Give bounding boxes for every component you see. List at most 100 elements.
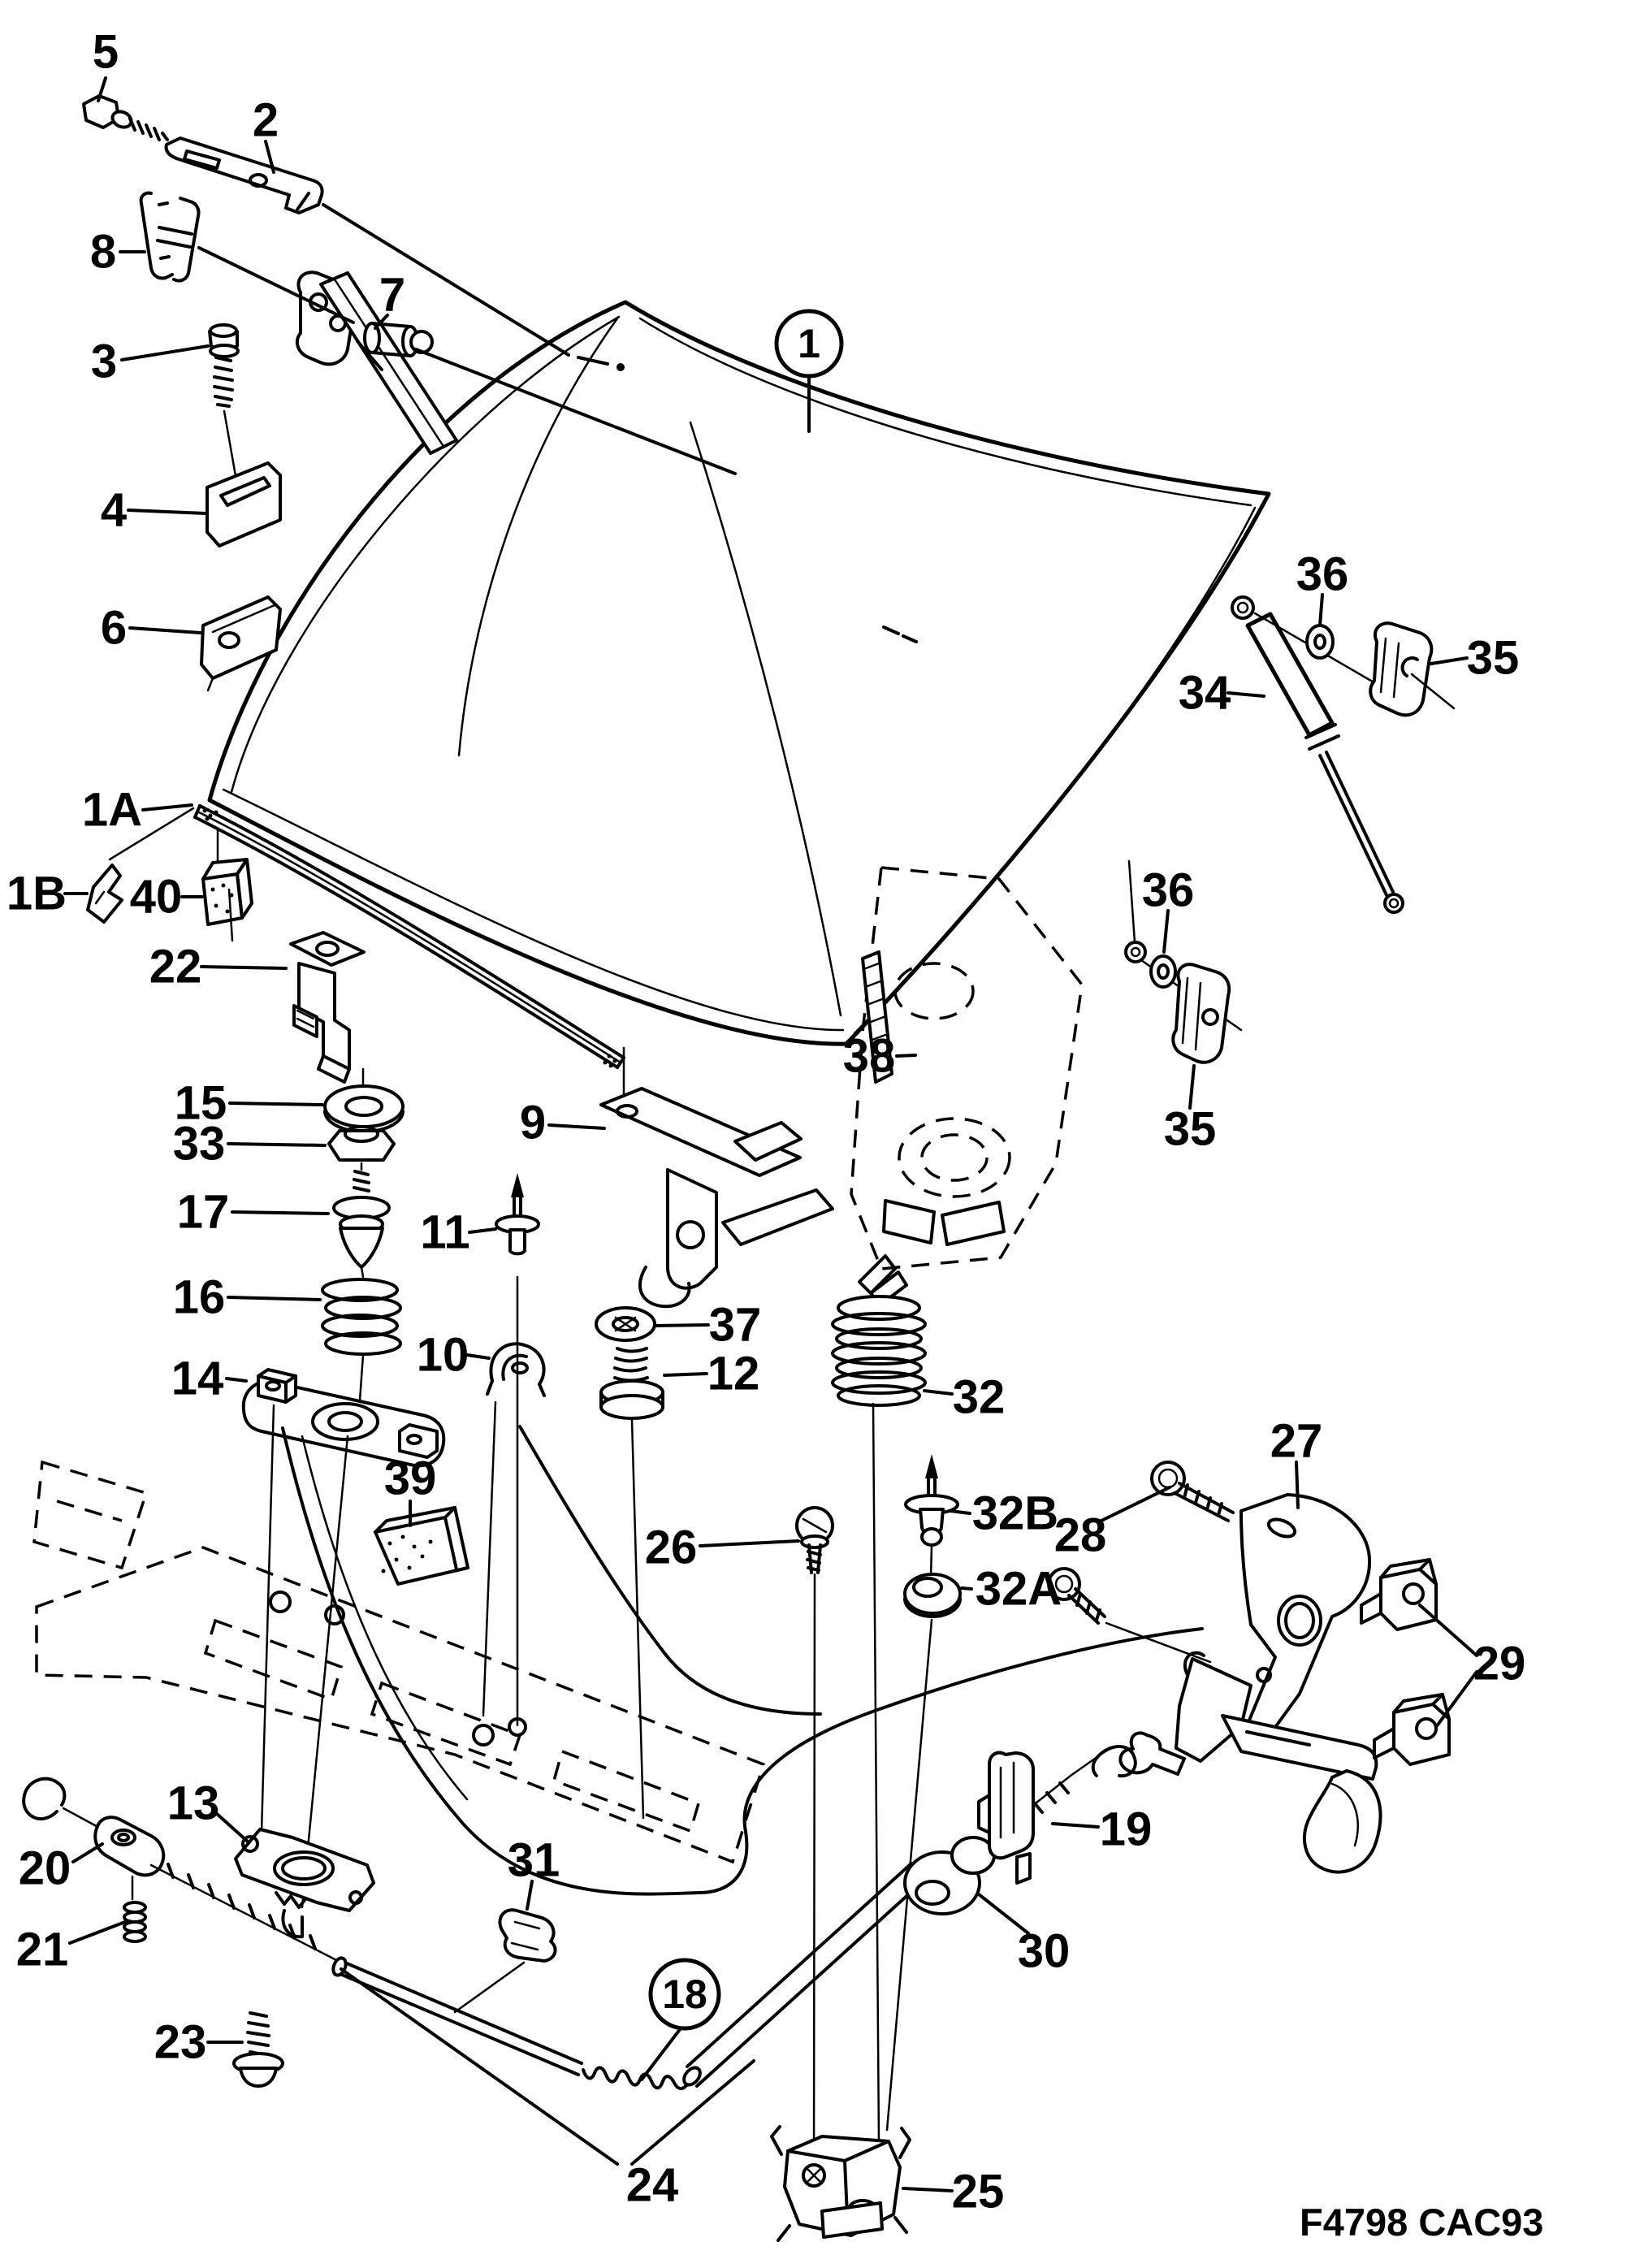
callout-text-37: 37 <box>709 1299 762 1352</box>
callout-25: 25 <box>902 2166 1005 2218</box>
washer-36-lower <box>1149 954 1177 989</box>
callout-35b: 35 <box>1164 1064 1217 1156</box>
callout-6: 6 <box>101 602 202 655</box>
callout-text-17: 17 <box>177 1186 230 1239</box>
callout-32B: 32B <box>949 1487 1058 1540</box>
grommet-32a <box>903 1573 962 1618</box>
callout-1B: 1B <box>6 868 89 920</box>
callout-13: 13 <box>167 1777 250 1844</box>
callout-14: 14 <box>171 1353 248 1405</box>
callout-text-32A: 32A <box>976 1563 1062 1616</box>
callout-text-39: 39 <box>384 1452 437 1505</box>
hinge-pin-7 <box>363 322 434 357</box>
cable-hook-front <box>22 1777 104 1831</box>
callout-text-4: 4 <box>101 484 127 537</box>
callout-text-38: 38 <box>843 1030 896 1083</box>
callout-leader-7 <box>374 314 389 330</box>
callout-text-40: 40 <box>130 871 183 924</box>
callout-text-26: 26 <box>645 1521 698 1574</box>
callout-text-19: 19 <box>1100 1803 1153 1856</box>
callout-32A: 32A <box>960 1563 1062 1616</box>
callout-8: 8 <box>90 226 146 279</box>
callout-text-15: 15 <box>175 1077 227 1130</box>
callout-leader-16 <box>227 1296 322 1301</box>
callout-text-8: 8 <box>90 226 116 279</box>
callout-text-2: 2 <box>253 94 279 147</box>
callout-leader-6 <box>128 626 202 634</box>
hinge-clip-8 <box>139 191 201 283</box>
bracket-22 <box>227 888 366 1084</box>
clip-35-upper <box>1369 621 1456 717</box>
callout-39: 39 <box>384 1452 437 1527</box>
callout-leader-1A <box>141 803 193 812</box>
callout-leader-14 <box>225 1377 248 1383</box>
callout-10: 10 <box>417 1329 491 1382</box>
callout-1A: 1A <box>82 784 193 837</box>
cable-grommet-30 <box>903 1836 996 1915</box>
callout-leader-28 <box>1100 1486 1171 1522</box>
screw-23 <box>232 2011 284 2088</box>
callout-36: 36 <box>1296 548 1349 627</box>
adjuster-spring-21 <box>123 1901 147 1943</box>
callout-leader-29 <box>1434 1670 1478 1729</box>
gas-strut-34 <box>1231 595 1404 914</box>
screw-28b <box>1047 1567 1212 1664</box>
callout-text-13: 13 <box>167 1777 220 1830</box>
callout-text-36: 36 <box>1296 548 1349 601</box>
callout-text-35b: 35 <box>1164 1103 1217 1156</box>
callout-text-24: 24 <box>626 2159 679 2212</box>
callout-text-5: 5 <box>93 26 119 79</box>
callout-text-22: 22 <box>149 941 202 993</box>
front-seal-strip-1a <box>108 804 625 1069</box>
callout-leader-31 <box>526 1880 534 1911</box>
callout-40: 40 <box>130 871 204 924</box>
callout-30: 30 <box>977 1893 1071 1978</box>
callout-text-3: 3 <box>91 335 117 388</box>
hinge-arm <box>295 271 458 455</box>
callout-text-27: 27 <box>1270 1415 1323 1468</box>
callout-leader-24 <box>630 2059 755 2166</box>
fender-panel-38 <box>850 866 1084 1270</box>
callout-text-35: 35 <box>1467 632 1520 685</box>
callout-17: 17 <box>177 1186 330 1239</box>
callout-leader-36b <box>1162 909 1170 954</box>
callout-leader-33 <box>227 1142 327 1147</box>
callout-leader-32A <box>960 1586 973 1591</box>
callout-11: 11 <box>420 1206 497 1259</box>
lock-box-25 <box>770 2125 911 2242</box>
rivet-11 <box>495 1173 540 1256</box>
callout-9: 9 <box>520 1097 606 1149</box>
hinge-bolt-5 <box>82 94 169 141</box>
callout-leader-36 <box>1318 593 1324 627</box>
callout-leader-20 <box>71 1842 104 1863</box>
callout-4: 4 <box>101 484 207 537</box>
spring-16 <box>321 1278 402 1402</box>
callout-leader-34 <box>1227 691 1265 698</box>
washer-36-upper <box>1305 624 1335 660</box>
callout-text-30: 30 <box>1018 1925 1071 1978</box>
callout-leader-2 <box>264 140 275 174</box>
callout-leader-9 <box>547 1123 606 1130</box>
callout-text-25: 25 <box>952 2166 1005 2218</box>
callout-18: 18 <box>640 1958 721 2081</box>
callout-text-33: 33 <box>173 1118 226 1171</box>
callout-leader-32 <box>923 1389 954 1396</box>
striker-bracket-9 <box>599 1087 834 1309</box>
rivet-32b <box>904 1454 959 1579</box>
callout-leader-3 <box>120 344 210 361</box>
callout-leader-30 <box>977 1893 1030 1935</box>
cable-clip-31 <box>453 1908 557 2014</box>
figure-code: F4798 CAC93 <box>1300 2201 1543 2244</box>
callout-29: 29 <box>1418 1604 1525 1729</box>
cable-clip-19 <box>977 1751 1035 1885</box>
callout-text-11: 11 <box>420 1206 469 1259</box>
callout-1: 1 <box>774 309 844 433</box>
callout-text-32B: 32B <box>972 1487 1058 1540</box>
callout-26: 26 <box>645 1521 800 1574</box>
callout-leader-35 <box>1430 656 1469 665</box>
callout-35: 35 <box>1430 632 1520 685</box>
callout-34: 34 <box>1179 667 1265 720</box>
callout-leader-19 <box>1051 1822 1100 1829</box>
callout-leader-26 <box>699 1539 800 1547</box>
